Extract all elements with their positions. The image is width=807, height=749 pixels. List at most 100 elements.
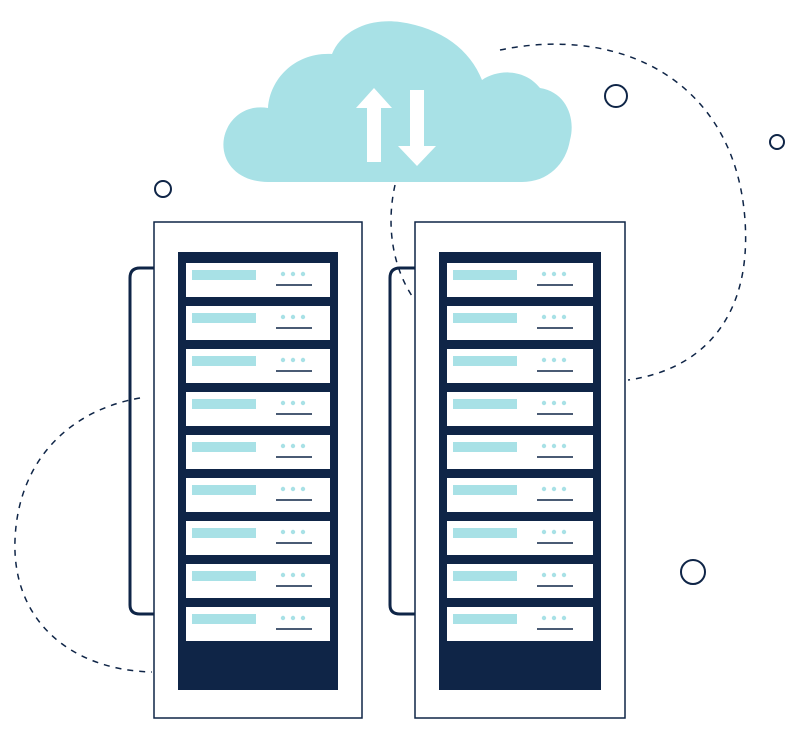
server-led-icon	[290, 572, 296, 578]
server-led-icon	[280, 400, 286, 406]
server-led-icon	[561, 486, 567, 492]
server-led-icon	[561, 572, 567, 578]
server-led-icon	[290, 529, 296, 535]
server-status-bar	[453, 313, 517, 323]
decor-circle	[680, 559, 706, 585]
server-led-icon	[541, 314, 547, 320]
rack-slots	[447, 263, 593, 641]
server-led-icon	[541, 529, 547, 535]
server-led-icon	[290, 486, 296, 492]
server-led-icon	[280, 271, 286, 277]
server-led-icon	[561, 529, 567, 535]
upload-arrow-icon	[356, 88, 392, 162]
server-led-icon	[300, 615, 306, 621]
decor-circle	[769, 134, 785, 150]
server-led-icon	[290, 615, 296, 621]
server-status-bar	[192, 356, 256, 366]
server-slot	[447, 478, 593, 512]
server-led-icon	[561, 271, 567, 277]
server-slot	[186, 478, 330, 512]
server-led-icon	[280, 615, 286, 621]
server-status-bar	[192, 485, 256, 495]
server-led-icon	[561, 443, 567, 449]
server-status-bar	[453, 614, 517, 624]
server-led-icon	[551, 486, 557, 492]
server-led-icon	[551, 314, 557, 320]
server-slot	[447, 564, 593, 598]
server-led-icon	[280, 314, 286, 320]
server-slot	[186, 607, 330, 641]
server-led-icon	[551, 271, 557, 277]
server-led-icon	[280, 572, 286, 578]
server-status-bar	[192, 442, 256, 452]
server-led-icon	[300, 443, 306, 449]
server-led-icon	[541, 486, 547, 492]
server-led-icon	[280, 529, 286, 535]
server-led-icon	[541, 271, 547, 277]
cloud-icon	[223, 21, 572, 182]
server-status-bar	[453, 485, 517, 495]
server-status-bar	[453, 442, 517, 452]
server-led-icon	[290, 314, 296, 320]
server-rack-left	[128, 221, 363, 719]
server-led-icon	[551, 357, 557, 363]
server-led-icon	[300, 529, 306, 535]
server-led-icon	[541, 572, 547, 578]
server-led-icon	[541, 443, 547, 449]
server-led-icon	[280, 443, 286, 449]
server-slot	[447, 607, 593, 641]
server-led-icon	[290, 443, 296, 449]
server-status-bar	[192, 614, 256, 624]
server-slot	[186, 392, 330, 426]
server-slot	[447, 263, 593, 297]
dashed-orbit-inner	[390, 184, 413, 297]
server-led-icon	[561, 357, 567, 363]
server-led-icon	[561, 314, 567, 320]
server-led-icon	[300, 486, 306, 492]
server-slot	[186, 564, 330, 598]
server-status-bar	[192, 270, 256, 280]
server-led-icon	[280, 486, 286, 492]
server-slot	[447, 521, 593, 555]
server-led-icon	[561, 615, 567, 621]
server-slot	[447, 435, 593, 469]
server-led-icon	[300, 314, 306, 320]
decor-circle	[604, 84, 628, 108]
server-led-icon	[551, 400, 557, 406]
server-led-icon	[280, 357, 286, 363]
server-status-bar	[453, 399, 517, 409]
server-led-icon	[290, 357, 296, 363]
server-led-icon	[541, 400, 547, 406]
decor-circle	[154, 180, 172, 198]
dashed-orbit-right	[499, 43, 747, 381]
server-status-bar	[192, 313, 256, 323]
server-led-icon	[551, 615, 557, 621]
server-led-icon	[300, 357, 306, 363]
server-slot	[447, 306, 593, 340]
server-status-bar	[453, 356, 517, 366]
server-slot	[186, 306, 330, 340]
server-slot	[447, 349, 593, 383]
rack-cable	[388, 266, 415, 616]
download-arrow-icon	[398, 90, 436, 166]
upload-download-arrows-icon	[356, 88, 436, 166]
server-slot	[447, 392, 593, 426]
server-slot	[186, 521, 330, 555]
server-led-icon	[551, 572, 557, 578]
server-status-bar	[453, 270, 517, 280]
server-led-icon	[300, 271, 306, 277]
server-slot	[186, 263, 330, 297]
server-led-icon	[300, 572, 306, 578]
server-led-icon	[551, 529, 557, 535]
server-led-icon	[290, 400, 296, 406]
server-slot	[186, 435, 330, 469]
server-status-bar	[192, 399, 256, 409]
server-led-icon	[541, 615, 547, 621]
server-status-bar	[192, 528, 256, 538]
rack-cable	[128, 266, 154, 616]
server-status-bar	[192, 571, 256, 581]
server-led-icon	[551, 443, 557, 449]
server-rack-right	[388, 221, 626, 719]
server-led-icon	[300, 400, 306, 406]
